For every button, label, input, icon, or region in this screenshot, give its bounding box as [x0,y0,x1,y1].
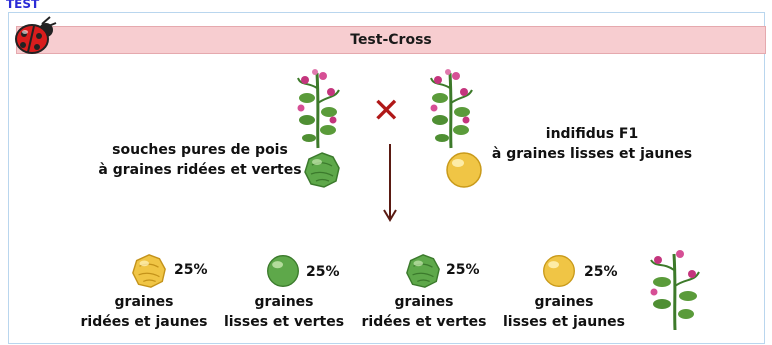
seed-icon [132,254,166,288]
offspring-label-line2: ridées et jaunes [80,314,208,330]
offspring-label-line2: lisses et jaunes [502,314,626,330]
arrow-down-icon [383,144,397,222]
offspring-percent: 25% [174,262,208,278]
left-parent-line2: à graines ridées et vertes [98,162,302,178]
offspring-label-line2: lisses et vertes [223,314,345,330]
offspring-percent: 25% [584,264,618,280]
seed-icon [304,152,340,188]
offspring-label-line1: graines [394,294,454,310]
title-bar: Test-Cross [16,26,766,54]
left-parent-label: souches pures de pois à graines ridées e… [96,140,304,180]
cross-icon: ✕ [372,91,401,131]
seed-icon [446,152,482,188]
offspring-label: graines lisses et vertes [220,292,348,332]
right-parent-label: indifidus F1 à graines lisses et jaunes [486,124,698,164]
offspring-percent: 25% [446,262,480,278]
offspring-percent: 25% [306,264,340,280]
seed-icon [267,255,299,287]
right-parent-line2: à graines lisses et jaunes [491,146,693,162]
clipped-header-text: TEST [6,0,40,10]
offspring-label: graines lisses et jaunes [500,292,628,332]
offspring-label-line2: ridées et vertes [361,314,487,330]
panel-title: Test-Cross [350,32,432,48]
left-parent-line1: souches pures de pois [112,142,288,158]
pea-plant-icon [650,250,700,331]
pea-plant-icon [297,69,340,149]
ladybug-icon [15,16,57,54]
offspring-label-line1: graines [254,294,314,310]
offspring-label: graines ridées et vertes [360,292,488,332]
seed-icon [543,255,575,287]
right-parent-line1: indifidus F1 [545,126,639,142]
offspring-label-line1: graines [114,294,174,310]
seed-icon [406,254,440,288]
pea-plant-icon [430,69,473,149]
offspring-label: graines ridées et jaunes [80,292,208,332]
diagram-panel [8,12,765,344]
offspring-label-line1: graines [534,294,594,310]
